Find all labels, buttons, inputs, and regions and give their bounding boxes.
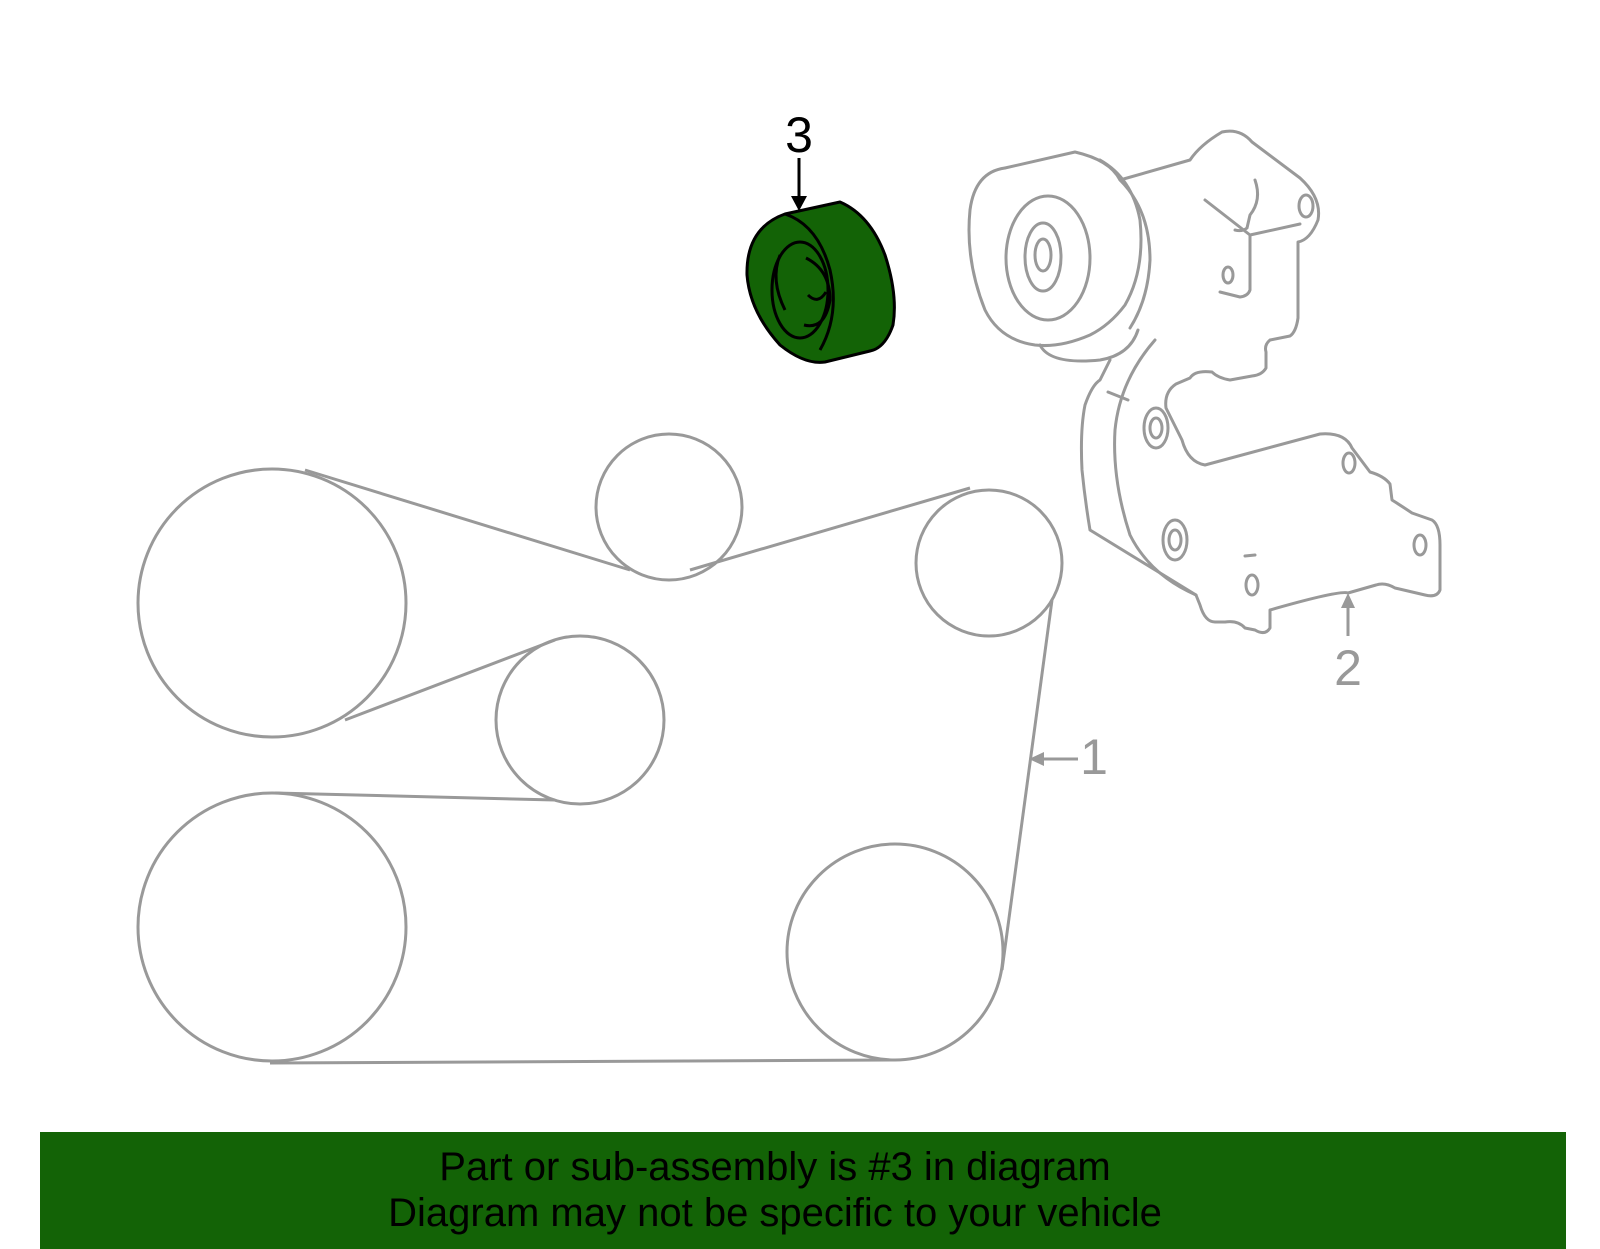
callout-2: 2	[1334, 593, 1362, 696]
tensioner-pulley-bolt	[1033, 237, 1053, 273]
pulley-lower-left	[136, 791, 408, 1063]
callout-2-number: 2	[1334, 640, 1362, 696]
drive-belt[interactable]	[269, 468, 1054, 1065]
idler-pulley-highlighted[interactable]	[745, 200, 896, 364]
bracket-bolt-hole-1	[1297, 193, 1315, 219]
idler-pulley-right	[914, 488, 1064, 638]
idler-pulley-center	[494, 634, 666, 806]
bracket-bolt-hole-7	[1341, 451, 1357, 475]
info-banner: Part or sub-assembly is #3 in diagram Di…	[40, 1132, 1566, 1249]
bracket-bolt-hole-3	[1142, 406, 1170, 450]
bracket-bolt-hole-2	[1221, 265, 1235, 285]
bracket-bolt-hole-5	[1161, 518, 1189, 562]
tensioner-bracket[interactable]	[967, 129, 1442, 635]
crank-pulley-upper-left	[136, 467, 408, 739]
tensioner-pulley-face	[1004, 194, 1092, 322]
bracket-bolt-hole-9	[1412, 533, 1428, 557]
callout-3: 3	[785, 107, 813, 211]
pulley-lower-right	[785, 842, 1005, 1062]
pulleys	[136, 432, 1064, 1063]
idler-pulley-top	[594, 432, 744, 582]
bracket-bolt-hole-4	[1148, 416, 1164, 440]
info-banner-background	[40, 1132, 1566, 1249]
bracket-bolt-hole-8	[1244, 573, 1260, 597]
bracket-bolt-hole-6	[1167, 528, 1183, 552]
callout-1: 1	[1029, 729, 1108, 785]
banner-line-1: Part or sub-assembly is #3 in diagram	[439, 1145, 1111, 1189]
tensioner-pulley-hub	[1023, 221, 1063, 293]
banner-line-2: Diagram may not be specific to your vehi…	[388, 1191, 1162, 1235]
callout-3-number: 3	[785, 107, 813, 163]
callout-1-number: 1	[1080, 729, 1108, 785]
